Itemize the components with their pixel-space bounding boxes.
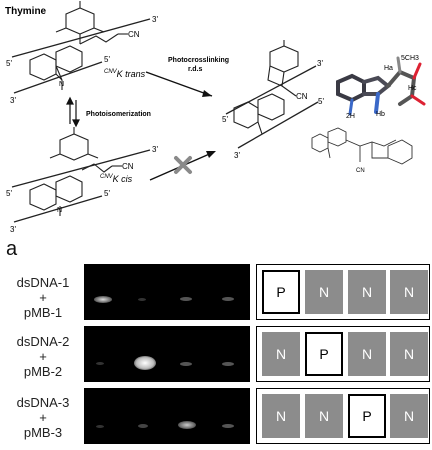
trans-n-label: N (59, 81, 64, 88)
cis-complex (11, 127, 151, 223)
photoisomerization-label: Photoisomerization (86, 111, 151, 118)
row-1-line-3: pMB-1 (23, 305, 63, 320)
trans-cn-label: CN (128, 30, 140, 39)
row-3-line-1: dsDNA-3 (16, 395, 70, 410)
gel-band (222, 297, 234, 301)
model-label-hc: Hc (408, 85, 417, 92)
result-cell-1-ss: N (348, 270, 386, 314)
trans-5prime-top: 5' (6, 59, 12, 68)
gel-band (222, 362, 234, 366)
gel-image-row-2 (84, 326, 250, 382)
row-2-line-1: dsDNA-2 (16, 334, 70, 349)
model-label-hb: Hb (376, 111, 385, 118)
product-5prime-bottom: 5' (318, 97, 324, 106)
gel-band (96, 425, 104, 428)
result-grid-row-2: N P N N (256, 326, 430, 382)
cis-3prime-bottom: 3' (10, 225, 16, 234)
result-cell-2-kh: N (390, 332, 428, 376)
cis-label: CNVK cis (100, 174, 133, 184)
trans-3prime-bottom: 3' (10, 96, 16, 105)
result-cell-3-kh: N (390, 394, 428, 438)
photocrosslinking-arrow (145, 71, 213, 97)
model-label-2h: 2H (346, 113, 355, 120)
gel-band (138, 424, 148, 428)
thymine-label: Thymine (5, 6, 47, 17)
cis-cn-label: CN (122, 162, 134, 171)
model-label-5ch3: 5CH3 (401, 55, 419, 62)
cis-3prime-top: 3' (152, 145, 158, 154)
cis-5prime-top: 5' (6, 189, 12, 198)
product-3prime-bottom: 3' (234, 151, 240, 160)
photocrosslinking-label: Photocrosslinking (168, 57, 229, 64)
result-cell-3-nb: N (305, 394, 343, 438)
result-grid-row-1: P N N N (256, 264, 430, 320)
gel-band (180, 362, 192, 366)
gel-band (138, 298, 146, 301)
gel-band (178, 421, 196, 429)
trans-complex (11, 1, 151, 94)
result-cell-3-ah: N (262, 394, 300, 438)
result-cell-1-nb: N (305, 270, 343, 314)
cis-5prime-bottom: 5' (104, 189, 110, 198)
result-cell-2-nb: P (305, 332, 343, 376)
row-label-3: dsDNA-3 + pMB-3 (6, 395, 80, 440)
row-label-2: dsDNA-2 + pMB-2 (6, 334, 80, 379)
photocrosslinking-arrowhead (202, 90, 212, 97)
trans-5prime-bottom: 5' (104, 55, 110, 64)
cis-n-label: N (57, 207, 62, 214)
gel-image-row-3 (84, 388, 250, 444)
row-1-line-2: + (39, 290, 47, 305)
product-cn-label: CN (296, 92, 308, 101)
blocked-arrowhead (206, 151, 216, 158)
trans-3prime-top: 3' (152, 15, 158, 24)
result-cell-2-ah: N (262, 332, 300, 376)
rds-label: r.d.s (188, 66, 203, 73)
result-cell-2-ss: N (348, 332, 386, 376)
panel-letter: a (6, 238, 18, 260)
row-label-1: dsDNA-1 + pMB-1 (6, 275, 80, 320)
reaction-scheme: Thymine N CN 5' 3' 5' 3' CNVK trans Phot… (5, 1, 426, 234)
product-structure-small (311, 127, 413, 165)
gel-band (96, 362, 104, 365)
gel-image-row-1 (84, 264, 250, 320)
row-2-line-2: + (39, 349, 47, 364)
result-cell-1-kh: N (390, 270, 428, 314)
row-3-line-3: pMB-3 (23, 425, 63, 440)
trans-label: CNVK trans (104, 69, 146, 79)
gel-band (94, 296, 112, 303)
row-1-line-1: dsDNA-1 (16, 275, 70, 290)
result-grid-row-3: N N P N (256, 388, 430, 444)
product-3prime-top: 3' (317, 59, 323, 68)
gel-band (222, 424, 234, 428)
photoisomerization-arrows (66, 96, 80, 128)
blocked-cross-icon (174, 156, 192, 174)
row-3-line-2: + (39, 410, 47, 425)
gel-band (134, 356, 156, 370)
small-structure-cn-label: CN (356, 168, 365, 174)
result-cell-1-ah: P (262, 270, 300, 314)
product-5prime-top: 5' (222, 115, 228, 124)
result-cell-3-ss: P (348, 394, 386, 438)
row-2-line-3: pMB-2 (23, 364, 63, 379)
gel-band (180, 297, 192, 301)
crosslinked-product (225, 40, 319, 149)
model-label-ha: Ha (384, 65, 393, 72)
3d-model (336, 56, 426, 116)
